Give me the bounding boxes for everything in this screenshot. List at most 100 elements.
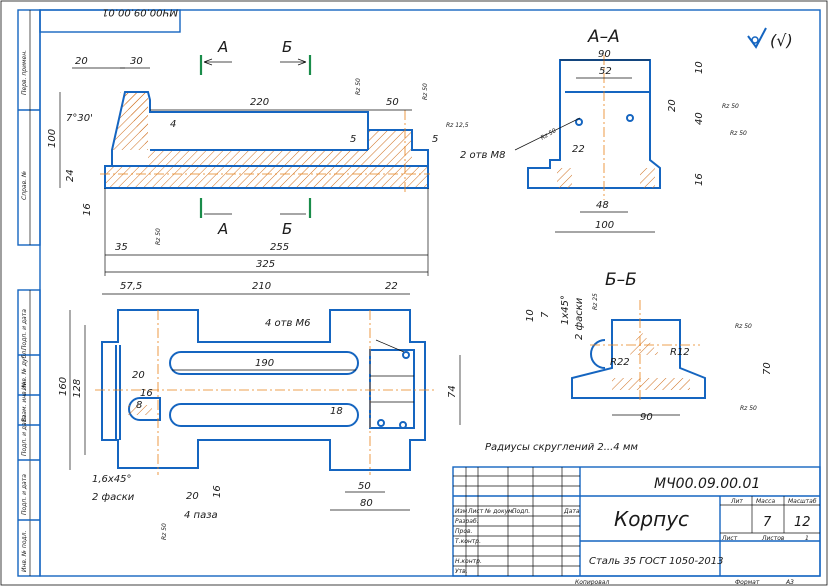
- aa-rz50-b: Rz 50: [730, 130, 747, 137]
- bb-rz25: Rz 25: [592, 293, 599, 310]
- top-dim-22: 22: [385, 281, 398, 292]
- rz125: Rz 12,5: [446, 122, 469, 129]
- aa-holes-note: 2 отв М8: [460, 150, 506, 161]
- dim-255: 255: [270, 242, 289, 253]
- dim-24: 24: [65, 169, 76, 182]
- left-margin-strip: Перв. примен. Справ. № Подп. и дата Инв.…: [17, 9, 41, 577]
- aa-dim-90: 90: [598, 49, 611, 60]
- top-dim-20-bottom: 20: [186, 491, 199, 502]
- bb-r12: R12: [670, 347, 690, 358]
- top-faski: 2 фаски: [92, 492, 135, 503]
- angle-7-30: 7°30': [66, 113, 93, 124]
- aa-rz50-left: Rz 50: [540, 127, 558, 142]
- bb-rz50-b: Rz 50: [740, 405, 757, 412]
- rz50-top: Rz 50: [355, 78, 362, 95]
- top-dim-50: 50: [358, 481, 371, 492]
- hdr-lit: Лит: [730, 498, 743, 505]
- footer-format: Формат: [735, 579, 760, 586]
- roughness-symbol: (√): [747, 27, 793, 50]
- aa-dim-48: 48: [596, 200, 609, 211]
- dim-16-left: 16: [82, 203, 93, 216]
- row-utv: Утв.: [455, 568, 468, 575]
- scale-value: 12: [794, 515, 811, 530]
- strip-label-2: Справ. №: [21, 171, 28, 200]
- section-mark-a-bottom: А: [217, 220, 228, 238]
- title-block: МЧ00.09.00.01 Корпус Сталь 35 ГОСТ 1050-…: [452, 466, 821, 586]
- aa-dim-40: 40: [694, 112, 705, 125]
- title-designation: МЧ00.09.00.01: [654, 476, 760, 492]
- row-izm: Изм: [455, 508, 468, 515]
- strip-label-7: Подп. и дата: [21, 474, 28, 515]
- section-mark-a-top: А: [217, 38, 228, 56]
- aa-dim-16: 16: [694, 173, 705, 186]
- top-dim-80: 80: [360, 498, 373, 509]
- roughness-text: (√): [770, 31, 793, 50]
- rz50-bottom: Rz 50: [155, 228, 162, 245]
- aa-rz50-a: Rz 50: [722, 103, 739, 110]
- dim-4: 4: [170, 119, 176, 130]
- bb-chamfer: 1х45°: [560, 295, 571, 325]
- footer-copied: Копировал: [575, 579, 609, 586]
- aa-dim-20: 20: [667, 99, 678, 112]
- row-nkontr: Н.контр.: [455, 558, 482, 565]
- dim-20-top: 20: [75, 56, 88, 67]
- material: Сталь 35 ГОСТ 1050-2013: [589, 556, 724, 567]
- strip-label-4: Инв. № дубл.: [21, 349, 28, 390]
- aa-dim-22: 22: [572, 144, 585, 155]
- top-dim-210: 210: [252, 281, 271, 292]
- row-list: Лист: [467, 508, 484, 515]
- row-ndoc: № докум.: [484, 508, 515, 515]
- hdr-sheet: Лист: [721, 535, 738, 542]
- part-name: Корпус: [614, 507, 689, 531]
- dim-50: 50: [386, 97, 399, 108]
- bb-faski: 2 фаски: [574, 297, 585, 340]
- dim-220: 220: [250, 97, 269, 108]
- row-podp: Подп.: [512, 508, 530, 515]
- top-dim-74: 74: [447, 385, 458, 398]
- top-dim-160: 160: [58, 377, 69, 396]
- hdr-sheets: Листов: [761, 535, 785, 542]
- top-dim-16-bottom: 16: [212, 485, 223, 498]
- sheets-value: 1: [805, 535, 809, 542]
- top-dim-16: 16: [140, 388, 153, 399]
- section-a-title: А–А: [587, 27, 620, 47]
- aa-dim-100: 100: [595, 220, 614, 231]
- top-dim-18: 18: [330, 406, 343, 417]
- top-rz50: Rz 50: [161, 523, 168, 540]
- front-view: А Б А Б 20 30 220 50 5 5 4 7°30' 100 24 …: [47, 38, 469, 276]
- dim-35: 35: [115, 242, 128, 253]
- dim-325: 325: [256, 259, 275, 270]
- section-mark-b-bottom: Б: [282, 220, 292, 238]
- dim-30: 30: [130, 56, 143, 67]
- bb-dim-10: 10: [525, 309, 536, 322]
- top-dim-20: 20: [132, 370, 145, 381]
- top-dim-190: 190: [255, 358, 274, 369]
- top-holes-note: 4 отв М6: [265, 318, 311, 329]
- row-prov: Пров.: [455, 528, 473, 535]
- top-view: 4 отв М6 57,5 210 22 190 18 160 128 74 2…: [58, 281, 461, 540]
- top-chamfer: 1,6х45°: [92, 474, 132, 485]
- fillet-note: Радиусы скруглений 2...4 мм: [485, 442, 638, 453]
- row-tkontr: Т.контр.: [455, 538, 481, 545]
- section-b-title: Б–Б: [605, 270, 637, 290]
- top-dim-8: 8: [136, 400, 142, 411]
- hdr-scale: Масштаб: [788, 498, 817, 505]
- footer-format-value: А3: [785, 579, 794, 586]
- strip-label-8: Инв. № подл.: [21, 531, 28, 572]
- hdr-mass: Масса: [756, 498, 775, 505]
- strip-label-5: Взам. инв. №: [21, 381, 28, 422]
- dim-100: 100: [47, 129, 58, 148]
- dim-5-left: 5: [350, 134, 356, 145]
- row-data: Дата: [563, 508, 580, 515]
- section-a-a: А–А 90 52 10 20 40 16 22 48 100 2 отв М8…: [460, 27, 747, 233]
- strip-label-3: Подп. и дата: [21, 309, 28, 350]
- rz50-right: Rz 50: [422, 83, 429, 100]
- aa-dim-10: 10: [694, 61, 705, 74]
- top-dim-128: 128: [72, 379, 83, 398]
- top-slots: 4 паза: [184, 510, 218, 521]
- strip-label-6: Подп. и дата: [21, 415, 28, 456]
- aa-dim-52: 52: [599, 66, 612, 77]
- section-mark-b-top: Б: [282, 38, 292, 56]
